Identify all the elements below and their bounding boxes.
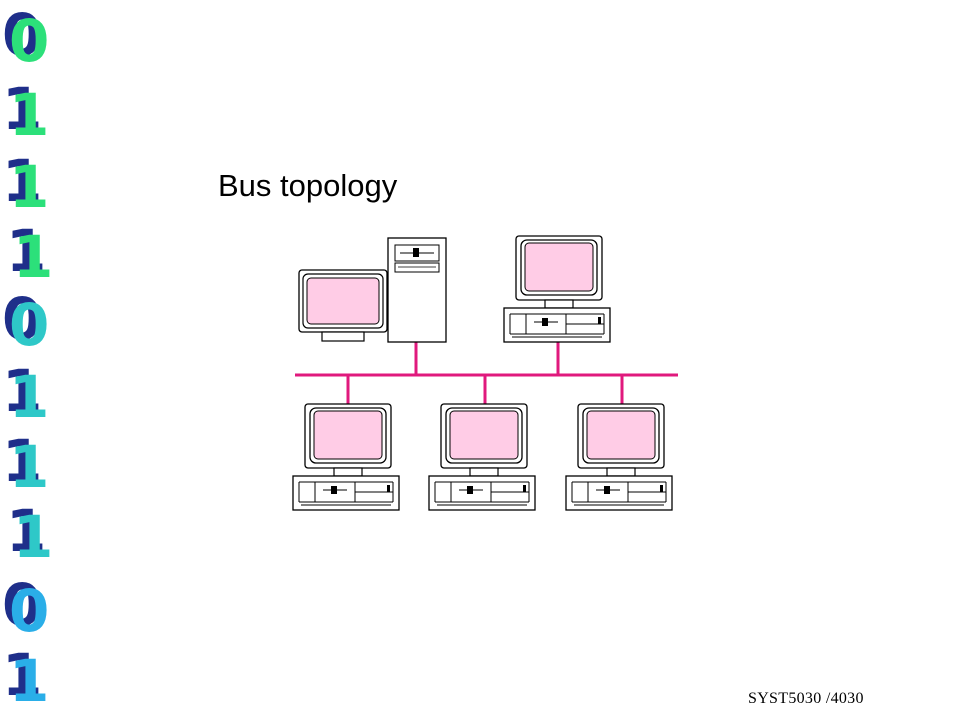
bus-cable — [295, 342, 678, 404]
standalone-monitor — [298, 269, 388, 342]
desktop-pc-2 — [428, 403, 536, 511]
desktop-pc-1 — [292, 403, 400, 511]
footer-course-code: SYST5030 /4030 — [748, 690, 864, 707]
tower-server — [387, 237, 447, 343]
slide-title: Bus topology — [218, 168, 398, 203]
desktop-pc-3 — [565, 403, 673, 511]
desktop-pc-top — [503, 235, 611, 343]
